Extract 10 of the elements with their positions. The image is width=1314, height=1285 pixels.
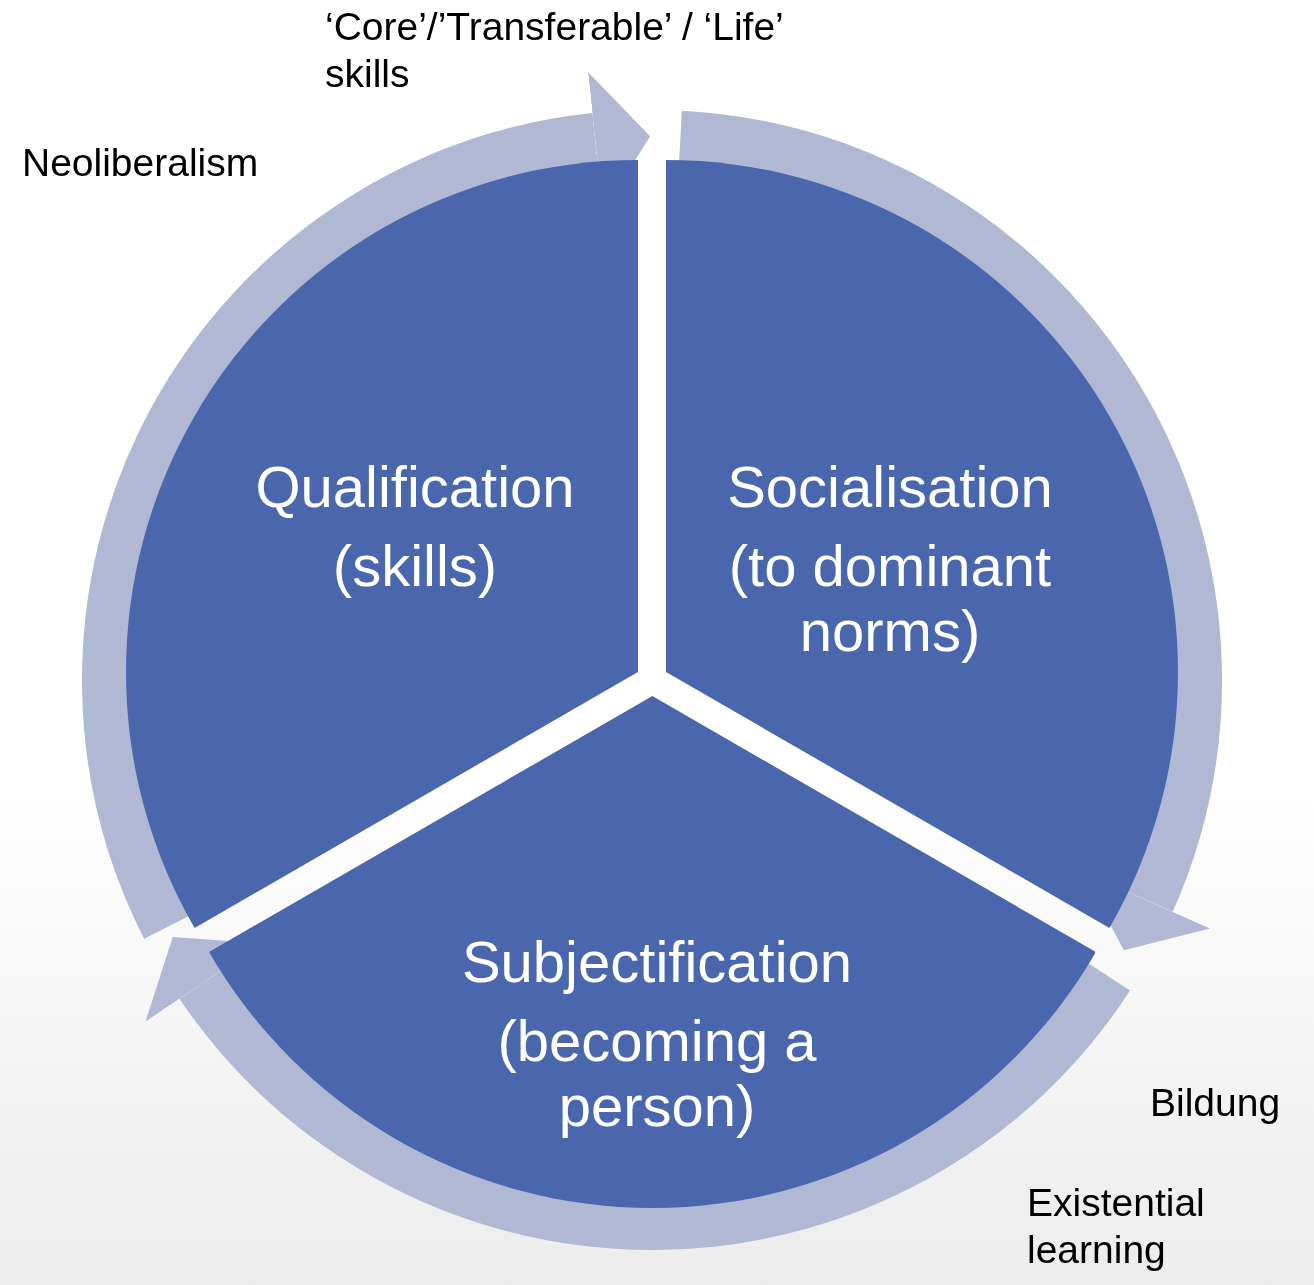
sector-title: Socialisation	[727, 455, 1053, 520]
sector-title: Qualification	[255, 455, 575, 520]
annotation-label: ‘Core’/’Transferable’ / ‘Life’ skills	[325, 4, 784, 97]
sector-subtitle: (to dominant norms)	[727, 533, 1053, 664]
sector-subtitle: (skills)	[332, 533, 498, 599]
annotation-label: Existential learning	[1027, 1180, 1206, 1273]
annotation-label: Neoliberalism	[22, 140, 260, 186]
sector-subtitle: (becoming a person)	[496, 1008, 818, 1139]
annotation-label: Bildung	[1150, 1080, 1282, 1126]
sector-title: Subjectification	[461, 930, 853, 995]
